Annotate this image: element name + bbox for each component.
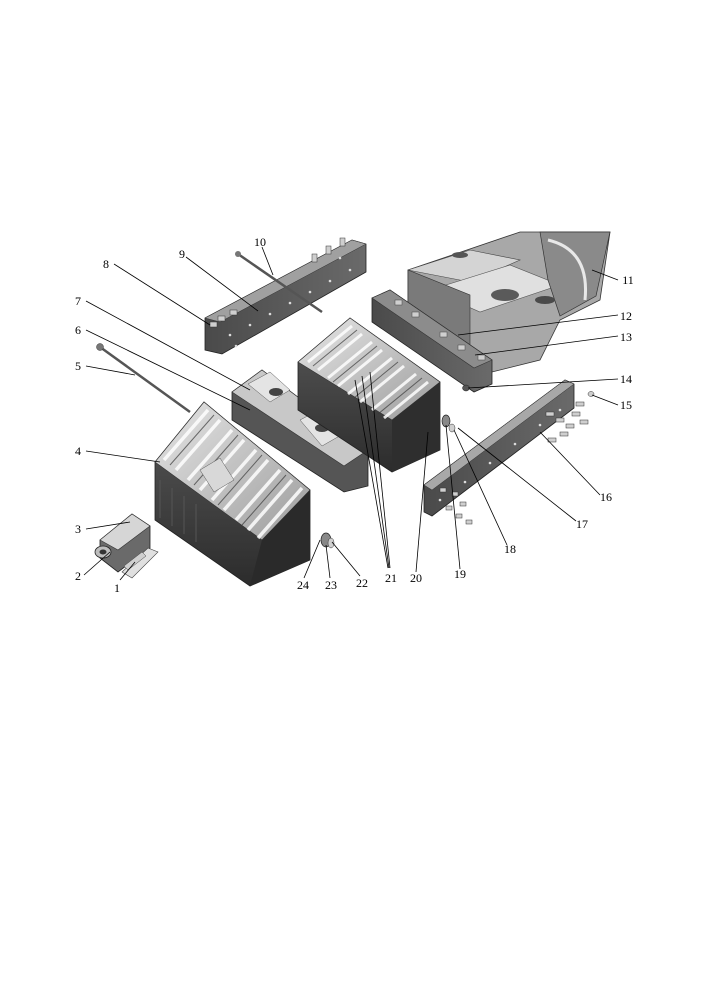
callout-9: 9 <box>179 247 185 261</box>
tow-hitch-part <box>94 513 159 579</box>
right-ballast-weight-part <box>297 317 441 473</box>
callout-1: 1 <box>114 581 120 595</box>
leader-19 <box>445 424 461 570</box>
callout-10: 10 <box>254 235 266 249</box>
leader-10 <box>261 246 274 276</box>
callout-19: 19 <box>454 567 466 581</box>
leader-14 <box>467 378 619 389</box>
leader-23 <box>325 544 331 579</box>
callout-12: 12 <box>620 309 632 323</box>
mounting-plate-part <box>371 289 493 393</box>
callout-24: 24 <box>297 578 309 592</box>
callout-14: 14 <box>620 372 632 386</box>
lower-side-rail-part <box>423 379 589 525</box>
callout-23: 23 <box>325 578 337 592</box>
leader-5 <box>85 365 136 376</box>
leader-lines <box>83 246 619 581</box>
leader-4 <box>85 450 161 463</box>
left-ballast-weight-part <box>154 401 311 587</box>
leader-12 <box>457 314 619 336</box>
callout-7: 7 <box>75 294 81 308</box>
leader-11 <box>591 269 619 281</box>
leader-21b <box>361 375 390 569</box>
callout-8: 8 <box>103 257 109 271</box>
callout-2: 2 <box>75 569 81 583</box>
callout-20: 20 <box>410 571 422 585</box>
leader-7 <box>85 300 251 391</box>
callout-11: 11 <box>622 273 634 287</box>
leader-20 <box>415 431 429 573</box>
leader-8 <box>113 263 211 326</box>
long-tie-rod-part <box>96 343 191 414</box>
leader-1 <box>119 561 136 581</box>
leader-22 <box>331 541 361 577</box>
callout-17: 17 <box>576 517 588 531</box>
leader-15 <box>591 394 619 406</box>
leader-3 <box>85 521 131 530</box>
callout-15: 15 <box>620 398 632 412</box>
callout-16: 16 <box>600 490 612 504</box>
callout-22: 22 <box>356 576 368 590</box>
callout-labels: 1 2 3 4 5 6 7 8 9 10 11 12 13 14 15 16 1… <box>75 235 634 595</box>
callout-18: 18 <box>504 542 516 556</box>
callout-5: 5 <box>75 359 81 373</box>
leader-9 <box>185 256 259 312</box>
leader-6 <box>85 329 251 411</box>
callout-21: 21 <box>385 571 397 585</box>
leader-17 <box>457 427 577 522</box>
leader-13 <box>474 335 619 356</box>
leader-18 <box>453 429 508 546</box>
leader-16 <box>539 431 601 496</box>
leader-21a <box>354 379 389 569</box>
callout-4: 4 <box>75 444 81 458</box>
leader-2 <box>83 551 111 576</box>
leader-24 <box>303 539 321 579</box>
leader-21c <box>369 371 391 569</box>
callout-3: 3 <box>75 522 81 536</box>
callout-13: 13 <box>620 330 632 344</box>
callout-6: 6 <box>75 323 81 337</box>
